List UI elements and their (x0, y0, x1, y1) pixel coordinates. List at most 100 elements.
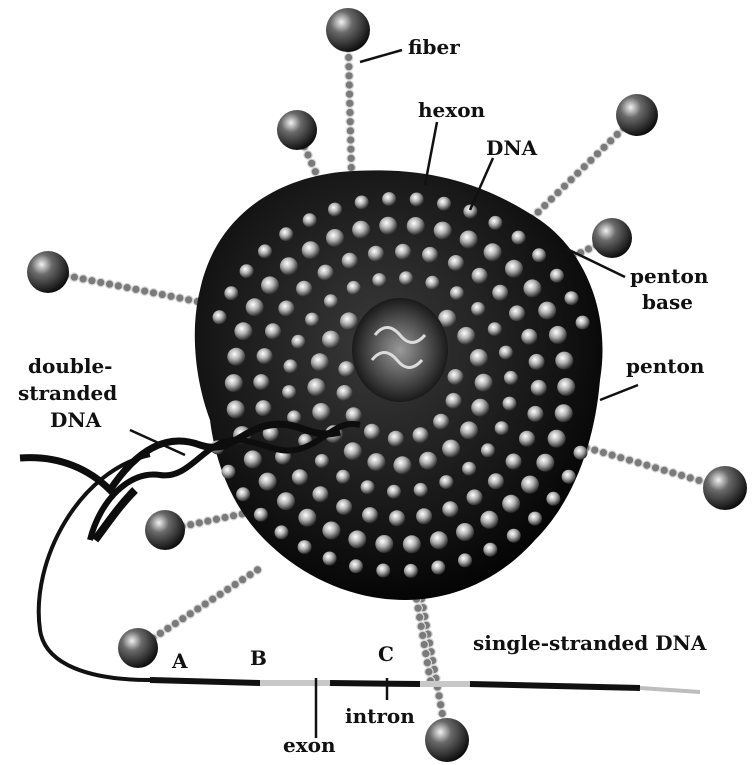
hexon-bead (480, 511, 498, 529)
label-double-stranded-line3: DNA (50, 408, 102, 432)
fiber-knob (326, 8, 370, 52)
fiber-bead (422, 649, 430, 657)
hexon-bead (275, 525, 289, 539)
hexon-bead (499, 346, 513, 360)
fiber-bead (574, 169, 582, 177)
hexon-bead (352, 221, 370, 239)
hexon-bead (361, 480, 375, 494)
hexon-bead (562, 470, 576, 484)
fiber-bead (347, 145, 355, 153)
penton-core (352, 298, 448, 402)
fiber-bead (184, 296, 192, 304)
label-double-stranded-line1: double- (28, 354, 112, 378)
fiber-bead (311, 167, 319, 175)
hexon-bead (549, 326, 567, 344)
hexon-bead (437, 197, 451, 211)
label-fiber: fiber (408, 35, 460, 59)
hexon-bead (298, 509, 316, 527)
hexon-bead (382, 192, 396, 206)
fiber-bead (88, 276, 96, 284)
hexon-bead (519, 431, 535, 447)
hexon-bead (450, 286, 464, 300)
hexon-bead (470, 349, 488, 367)
hexon-bead (362, 507, 378, 523)
hexon-bead (471, 399, 489, 417)
fiber-bead (149, 289, 157, 297)
fiber-knob (616, 94, 658, 136)
fiber-bead (435, 692, 443, 700)
hexon-bead (483, 543, 497, 557)
hexon-bead (433, 414, 449, 430)
hexon-bead (481, 443, 495, 457)
fiber-bead (423, 659, 431, 667)
hexon-bead (407, 217, 425, 235)
fiber-bead (158, 290, 166, 298)
fiber-bead (201, 600, 209, 608)
hexon-bead (574, 446, 588, 460)
hexon-bead (372, 273, 386, 287)
hexon-bead (422, 247, 438, 263)
hexon-bead (529, 354, 545, 370)
hexon-bead (506, 454, 522, 470)
hexon-bead (278, 301, 294, 317)
hexon-bead (488, 216, 502, 230)
hexon-bead (234, 322, 252, 340)
fiber-bead (194, 605, 202, 613)
hexon-bead (419, 452, 437, 470)
hexon-bead (236, 487, 250, 501)
hexon-bead (305, 313, 319, 327)
hexon-bead (546, 492, 560, 506)
hexon-bead (324, 294, 338, 308)
label-penton-base-line2: base (642, 290, 693, 314)
hexon-bead (323, 552, 337, 566)
fiber-bead (625, 456, 633, 464)
hexon-bead (439, 475, 453, 489)
fiber-bead (419, 631, 427, 639)
hexon-bead (512, 231, 526, 245)
fiber-bead (346, 117, 354, 125)
hexon-bead (416, 508, 432, 524)
hexon-bead (225, 374, 243, 392)
hexon-bead (528, 512, 542, 526)
hexon-bead (246, 298, 264, 316)
label-site-a: A (171, 649, 188, 673)
fiber-knob (425, 718, 469, 762)
fiber-bead (415, 613, 423, 621)
hexon-bead (291, 335, 305, 349)
hexon-bead (227, 348, 245, 366)
hexon-bead (367, 453, 385, 471)
fiber-bead (613, 130, 621, 138)
hexon-bead (523, 279, 541, 297)
hexon-bead (488, 322, 502, 336)
fiber-bead (695, 476, 703, 484)
hexon-bead (531, 380, 547, 396)
fiber-bead (212, 515, 220, 523)
hexon-bead (555, 404, 573, 422)
hexon-bead (410, 193, 424, 207)
fiber-bead (677, 471, 685, 479)
fiber-bead (167, 292, 175, 300)
fiber-bead (420, 640, 428, 648)
hexon-bead (222, 465, 236, 479)
label-exon: exon (283, 733, 336, 757)
hexon-bead (298, 540, 312, 554)
fiber-bead (304, 151, 312, 159)
hexon-bead (395, 244, 411, 260)
fiber-bead (156, 629, 164, 637)
fiber-bead (651, 464, 659, 472)
label-penton-base-line1: penton (630, 264, 709, 288)
fiber-bead (580, 163, 588, 171)
hexon-bead (322, 331, 340, 349)
hexon-bead (336, 499, 352, 515)
hexon-bead (557, 378, 575, 396)
fiber-bead (132, 285, 140, 293)
label-hexon: hexon (418, 98, 486, 122)
hexon-bead (521, 476, 539, 494)
hexon-bead (284, 359, 298, 373)
fiber-bead (346, 127, 354, 135)
fiber-bead (347, 154, 355, 162)
hexon-bead (355, 196, 369, 210)
fiber-bead (105, 280, 113, 288)
hexon-bead (376, 564, 390, 578)
